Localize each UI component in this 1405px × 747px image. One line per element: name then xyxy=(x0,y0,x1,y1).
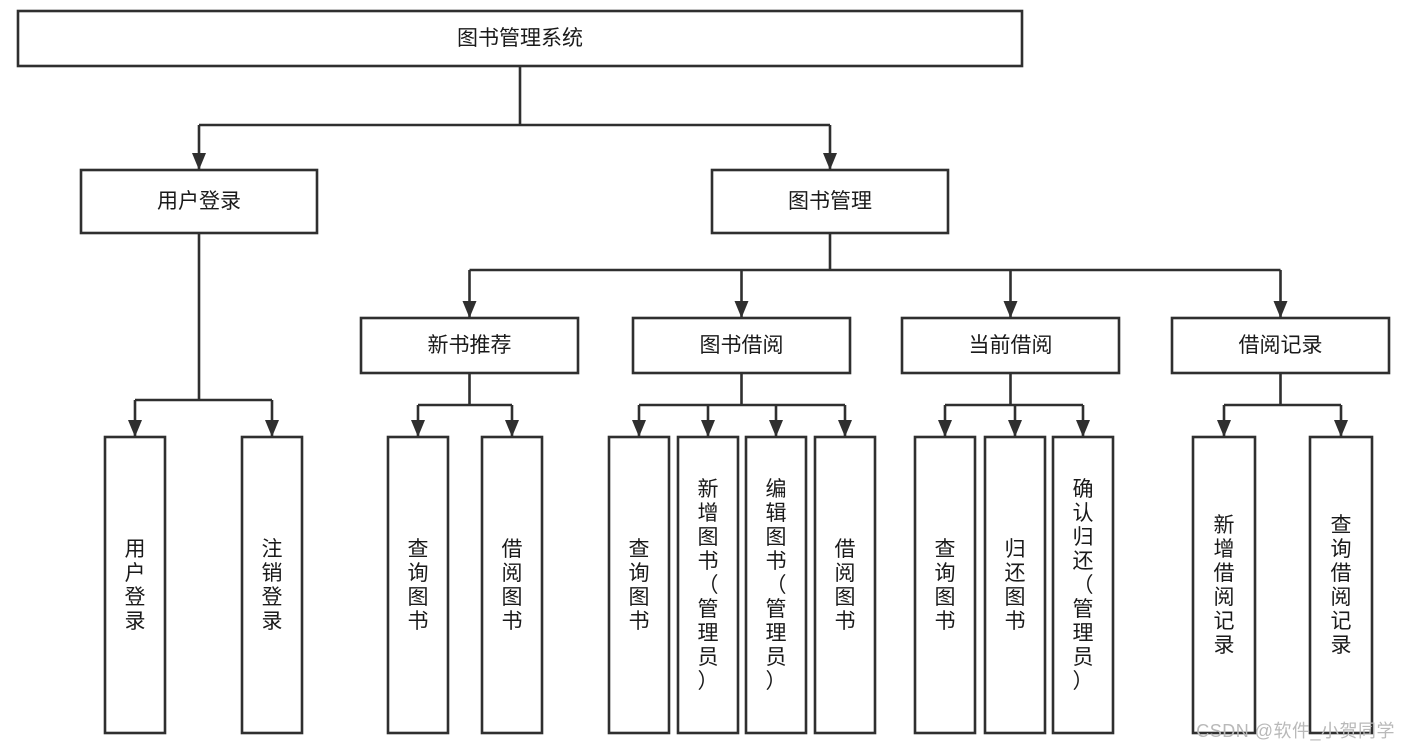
arrow-head-icon xyxy=(938,420,952,437)
node-借阅图书[interactable]: 借阅图书 xyxy=(813,435,877,735)
arrow-head-icon xyxy=(1008,420,1022,437)
node-label-图书管理系统: 图书管理系统 xyxy=(457,27,583,50)
node-图书管理[interactable]: 图书管理 xyxy=(710,168,950,235)
arrow-head-icon xyxy=(701,420,715,437)
node-新增借阅记录[interactable]: 新增借阅记录 xyxy=(1191,435,1257,735)
node-归还图书[interactable]: 归还图书 xyxy=(983,435,1047,735)
arrow-head-icon xyxy=(632,420,646,437)
node-当前借阅[interactable]: 当前借阅 xyxy=(900,316,1121,375)
node-layer: 图书管理系统用户登录用户登录注销登录图书管理新书推荐查询图书借阅图书图书借阅查询… xyxy=(16,9,1391,735)
node-box-归还图书 xyxy=(983,435,1047,735)
node-查询图书[interactable]: 查询图书 xyxy=(607,435,671,735)
node-编辑图书管理员[interactable]: 编辑图书（管理员） xyxy=(744,435,808,735)
node-label-查询图书: 查询图书 xyxy=(629,538,650,633)
node-新增图书管理员[interactable]: 新增图书（管理员） xyxy=(676,435,740,735)
node-label-新增借阅记录: 新增借阅记录 xyxy=(1214,514,1235,657)
node-label-查询借阅记录: 查询借阅记录 xyxy=(1331,514,1352,657)
node-box-借阅图书 xyxy=(480,435,544,735)
node-label-借阅图书: 借阅图书 xyxy=(835,538,856,633)
node-label-用户登录: 用户登录 xyxy=(125,538,146,633)
arrow-head-icon xyxy=(265,420,279,437)
node-注销登录[interactable]: 注销登录 xyxy=(240,435,304,735)
arrow-head-icon xyxy=(1334,420,1348,437)
arrow-head-icon xyxy=(192,153,206,170)
arrow-head-icon xyxy=(1003,301,1018,318)
node-label-图书借阅: 图书借阅 xyxy=(700,334,784,357)
node-label-编辑图书管理员: 编辑图书（管理员） xyxy=(766,478,787,693)
csdn-watermark: CSDN @软件_小贺同学 xyxy=(1196,721,1395,741)
node-label-新书推荐: 新书推荐 xyxy=(428,334,512,357)
arrow-head-icon xyxy=(1273,301,1288,318)
node-box-查询图书 xyxy=(607,435,671,735)
node-box-编辑图书管理员 xyxy=(744,435,808,735)
node-label-新增图书管理员: 新增图书（管理员） xyxy=(698,478,719,693)
node-借阅图书[interactable]: 借阅图书 xyxy=(480,435,544,735)
arrow-head-icon xyxy=(1076,420,1090,437)
node-box-查询图书 xyxy=(386,435,450,735)
node-box-图书借阅 xyxy=(631,316,852,375)
connector-layer xyxy=(128,66,1348,437)
node-box-借阅记录 xyxy=(1170,316,1391,375)
node-查询图书[interactable]: 查询图书 xyxy=(386,435,450,735)
node-box-新增借阅记录 xyxy=(1191,435,1257,735)
node-box-新增图书管理员 xyxy=(676,435,740,735)
node-label-查询图书: 查询图书 xyxy=(935,538,956,633)
node-用户登录[interactable]: 用户登录 xyxy=(79,168,319,235)
node-确认归还管理员[interactable]: 确认归还（管理员） xyxy=(1051,435,1115,735)
node-图书管理系统[interactable]: 图书管理系统 xyxy=(16,9,1024,68)
node-box-图书管理 xyxy=(710,168,950,235)
node-label-归还图书: 归还图书 xyxy=(1005,538,1026,633)
node-label-借阅记录: 借阅记录 xyxy=(1239,334,1323,357)
arrow-head-icon xyxy=(734,301,749,318)
node-box-注销登录 xyxy=(240,435,304,735)
node-box-查询图书 xyxy=(913,435,977,735)
node-label-当前借阅: 当前借阅 xyxy=(969,334,1053,357)
node-box-查询借阅记录 xyxy=(1308,435,1374,735)
arrow-head-icon xyxy=(505,420,519,437)
node-box-确认归还管理员 xyxy=(1051,435,1115,735)
node-box-当前借阅 xyxy=(900,316,1121,375)
node-box-用户登录 xyxy=(79,168,319,235)
arrow-head-icon xyxy=(411,420,425,437)
arrow-head-icon xyxy=(128,420,142,437)
node-box-图书管理系统 xyxy=(16,9,1024,68)
node-label-确认归还管理员: 确认归还（管理员） xyxy=(1073,478,1094,693)
node-查询借阅记录[interactable]: 查询借阅记录 xyxy=(1308,435,1374,735)
node-box-用户登录 xyxy=(103,435,167,735)
arrow-head-icon xyxy=(1217,420,1231,437)
node-box-新书推荐 xyxy=(359,316,580,375)
node-用户登录[interactable]: 用户登录 xyxy=(103,435,167,735)
arrow-head-icon xyxy=(823,153,837,170)
node-新书推荐[interactable]: 新书推荐 xyxy=(359,316,580,375)
node-label-图书管理: 图书管理 xyxy=(788,190,872,213)
arrow-head-icon xyxy=(838,420,852,437)
arrow-head-icon xyxy=(462,301,477,318)
node-label-用户登录: 用户登录 xyxy=(157,190,241,213)
node-label-注销登录: 注销登录 xyxy=(262,538,283,633)
node-box-借阅图书 xyxy=(813,435,877,735)
arrow-head-icon xyxy=(769,420,783,437)
node-label-借阅图书: 借阅图书 xyxy=(502,538,523,633)
node-借阅记录[interactable]: 借阅记录 xyxy=(1170,316,1391,375)
node-图书借阅[interactable]: 图书借阅 xyxy=(631,316,852,375)
node-查询图书[interactable]: 查询图书 xyxy=(913,435,977,735)
node-label-查询图书: 查询图书 xyxy=(408,538,429,633)
